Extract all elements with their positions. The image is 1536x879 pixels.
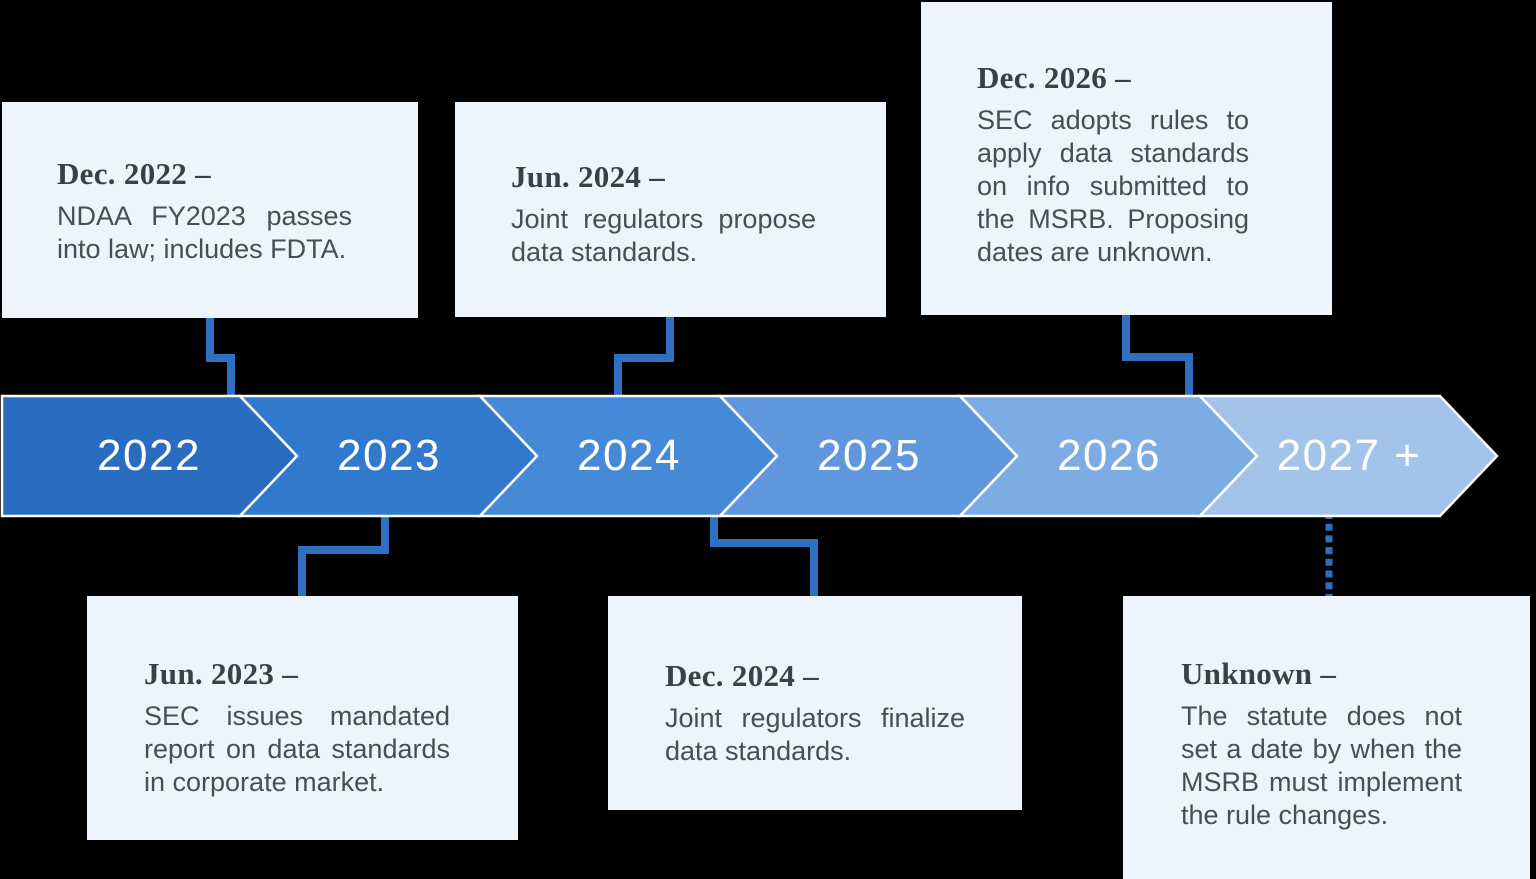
connector-dec-2026: [1122, 310, 1193, 402]
event-box-jun-2024: Jun. 2024 – Joint regulators propose dat…: [455, 102, 886, 317]
event-description: SEC issues mandated report on data stand…: [144, 701, 450, 797]
timeline-year-2022: 2022: [97, 431, 201, 480]
event-description: Joint regulators finalize data standards…: [665, 703, 965, 766]
event-description: Joint regulators propose data standards.: [511, 204, 816, 267]
event-box-dec-2022: Dec. 2022 – NDAA FY2023 passes into law;…: [2, 102, 418, 318]
event-description: The statute does not set a date by when …: [1181, 701, 1462, 830]
event-box-jun-2023: Jun. 2023 – SEC issues mandated report o…: [87, 596, 518, 840]
connector-jun-2023: [298, 510, 389, 600]
timeline-year-2027-plus: 2027 +: [1276, 431, 1422, 480]
timeline-year-2024: 2024: [577, 431, 681, 480]
connector-dec-2024: [710, 510, 818, 601]
connector-jun-2024: [614, 312, 674, 402]
event-date: Unknown –: [1181, 656, 1337, 691]
event-description: SEC adopts rules to apply data standards…: [977, 105, 1249, 267]
connector-dec-2022: [206, 312, 235, 402]
event-date: Dec. 2026 –: [977, 60, 1131, 95]
timeline-year-2023: 2023: [337, 431, 441, 480]
event-box-unknown: Unknown – The statute does not set a dat…: [1123, 596, 1530, 879]
timeline-year-2026: 2026: [1057, 431, 1161, 480]
chevron-2027-plus: [1197, 394, 1499, 518]
event-box-dec-2024: Dec. 2024 – Joint regulators finalize da…: [608, 596, 1022, 810]
event-box-dec-2026: Dec. 2026 – SEC adopts rules to apply da…: [921, 2, 1332, 315]
event-date: Jun. 2023 –: [144, 656, 299, 691]
event-date: Dec. 2024 –: [665, 658, 819, 693]
event-date: Jun. 2024 –: [511, 159, 666, 194]
timeline-year-2025: 2025: [817, 431, 921, 480]
event-date: Dec. 2022 –: [57, 156, 211, 191]
event-description: NDAA FY2023 passes into law; includes FD…: [57, 201, 352, 264]
